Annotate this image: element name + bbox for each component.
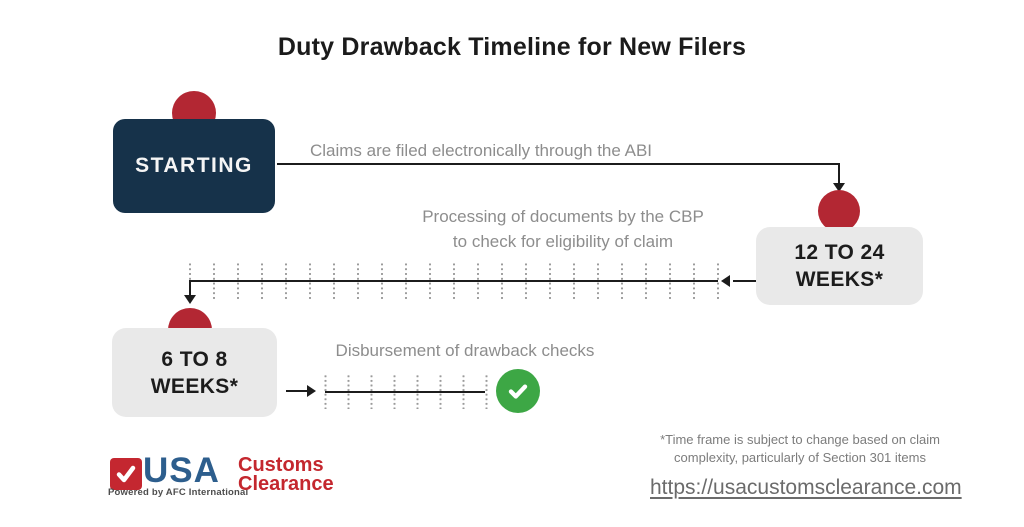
connector-line: [190, 280, 718, 282]
success-check-icon: [496, 369, 540, 413]
connector-line: [325, 391, 485, 393]
caption-claims-filed: Claims are filed electronically through …: [309, 141, 653, 160]
logo-clearance-line: Clearance: [238, 472, 334, 495]
footer-note-block: *Time frame is subject to change based o…: [650, 431, 962, 500]
logo-usa-text: USA: [143, 451, 220, 490]
connector-line: [277, 163, 840, 165]
caption-processing: Processing of documents by the CBP to ch…: [422, 207, 704, 251]
arrowhead-down-icon: [184, 295, 196, 304]
page-title: Duty Drawback Timeline for New Filers: [277, 33, 747, 61]
website-link[interactable]: https://usacustomsclearance.com: [650, 476, 962, 499]
milestone-dot-icon: [818, 190, 860, 232]
step-box-starting: STARTING: [113, 119, 275, 213]
connector-line: [733, 280, 757, 282]
caption-disbursement: Disbursement of drawback checks: [335, 341, 595, 360]
checkmark-glyph-icon: [116, 465, 136, 483]
connector-line: [286, 390, 309, 392]
footnote-text: *Time frame is subject to change based o…: [660, 432, 940, 465]
step-label: STARTING: [135, 154, 253, 177]
step-box-12-24-weeks: 12 TO 24 WEEKS*: [756, 227, 923, 305]
step-label: 12 TO 24 WEEKS*: [794, 241, 885, 291]
step-box-6-8-weeks: 6 TO 8 WEEKS*: [112, 328, 277, 417]
logo-customs-clearance: Customs Clearance: [238, 454, 334, 495]
logo-check-icon: [110, 458, 142, 490]
connector-line: [189, 280, 191, 296]
logo-customs-line: Customs: [238, 454, 324, 476]
connector-line: [838, 163, 840, 184]
logo-powered-by: Powered by AFC International: [108, 487, 249, 498]
arrowhead-right-icon: [307, 385, 316, 397]
step-label: 6 TO 8 WEEKS*: [150, 347, 239, 398]
checkmark-glyph-icon: [508, 384, 528, 399]
arrowhead-down-icon: [833, 183, 845, 192]
